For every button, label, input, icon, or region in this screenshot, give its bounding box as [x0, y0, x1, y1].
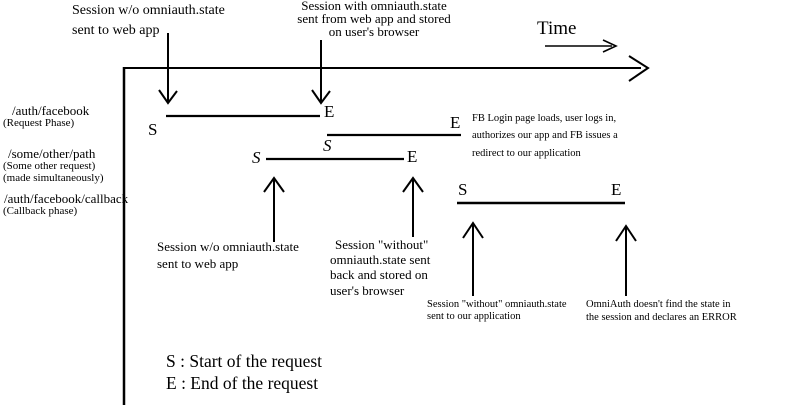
annotation-line: Session "without" omniauth.state: [427, 299, 567, 310]
route-path: /some/other/path: [8, 146, 96, 161]
annotation-session-no-state-bottom: Session w/o omniauth.state sent to web a…: [157, 239, 299, 272]
annotation-line: sent to our application: [427, 311, 521, 322]
annotation-line: FB Login page loads, user logs in,: [472, 113, 617, 124]
annotation-fb-login: FB Login page loads, user logs in, autho…: [472, 110, 618, 162]
route-path: /auth/facebook/callback: [4, 191, 129, 206]
route-note: (made simultaneously): [3, 171, 104, 184]
marker-start-callback: S: [458, 180, 468, 199]
annotation-session-no-state-top: Session w/o omniauth.state sent to web a…: [72, 1, 225, 41]
annotation-line: redirect to our application: [472, 147, 581, 159]
x-axis-arrowhead-icon: [628, 55, 650, 82]
annotation-session-without-sent: Session "without" omniauth.state sent to…: [427, 299, 567, 323]
annotation-session-without-stored: Session "without" omniauth.state sent ba…: [330, 237, 430, 298]
route-note: (Some other request): [3, 160, 96, 172]
annotation-line: authorizes our app and FB issues a: [472, 130, 618, 142]
marker-start-fb-login: S: [323, 136, 332, 155]
legend-start-definition: S : Start of the request: [166, 351, 323, 371]
annotation-line: sent from web app and stored: [297, 10, 451, 26]
annotation-line: on user's browser: [328, 23, 420, 39]
up-arrow-icon-1: [263, 176, 285, 242]
row-label-auth-facebook: /auth/facebook (Request Phase): [3, 104, 89, 130]
annotation-line: the session and declares an ERROR: [586, 311, 737, 323]
route-note: (Request Phase): [3, 117, 75, 129]
annotation-line: omniauth.state sent: [330, 252, 431, 268]
annotation-line: user's browser: [330, 282, 405, 298]
legend: S : Start of the request E : End of the …: [166, 351, 322, 394]
up-arrow-icon-4: [615, 224, 637, 296]
marker-end-other-path: E: [407, 147, 418, 166]
annotation-line: Session w/o omniauth.state: [72, 3, 225, 18]
time-arrow-icon: [545, 39, 618, 53]
row-label-some-other-path: /some/other/path (Some other request) (m…: [3, 147, 104, 184]
time-axis-label: Time: [537, 18, 577, 39]
annotation-line: back and stored on: [330, 267, 428, 283]
annotation-session-with-state: Session with omniauth.state sent from we…: [283, 0, 465, 38]
annotation-line: OmniAuth doesn't find the state in: [586, 299, 731, 310]
route-note: (Callback phase): [3, 205, 78, 217]
route-path: /auth/facebook: [12, 103, 90, 118]
down-arrow-icon-1: [158, 33, 178, 105]
marker-end-callback: E: [611, 180, 622, 199]
legend-end-definition: E : End of the request: [166, 372, 319, 393]
up-arrow-icon-2: [402, 176, 424, 237]
annotation-line: sent to web app: [157, 255, 239, 271]
down-arrow-icon-2: [311, 40, 331, 105]
marker-end-fb-login: E: [450, 113, 461, 132]
marker-end-request-phase: E: [324, 102, 335, 121]
row-label-auth-facebook-callback: /auth/facebook/callback (Callback phase): [3, 192, 128, 218]
annotation-line: Session with omniauth.state: [301, 0, 447, 13]
annotation-line: sent to web app: [72, 23, 160, 38]
marker-start-request-phase: S: [148, 120, 158, 139]
x-axis-time-arrow: [123, 55, 650, 82]
annotation-line: Session "without": [335, 237, 429, 252]
annotation-omniauth-error: OmniAuth doesn't find the state in the s…: [586, 299, 737, 324]
annotation-line: Session w/o omniauth.state: [157, 239, 299, 254]
marker-start-other-path: S: [252, 148, 261, 167]
up-arrow-icon-3: [462, 221, 484, 296]
